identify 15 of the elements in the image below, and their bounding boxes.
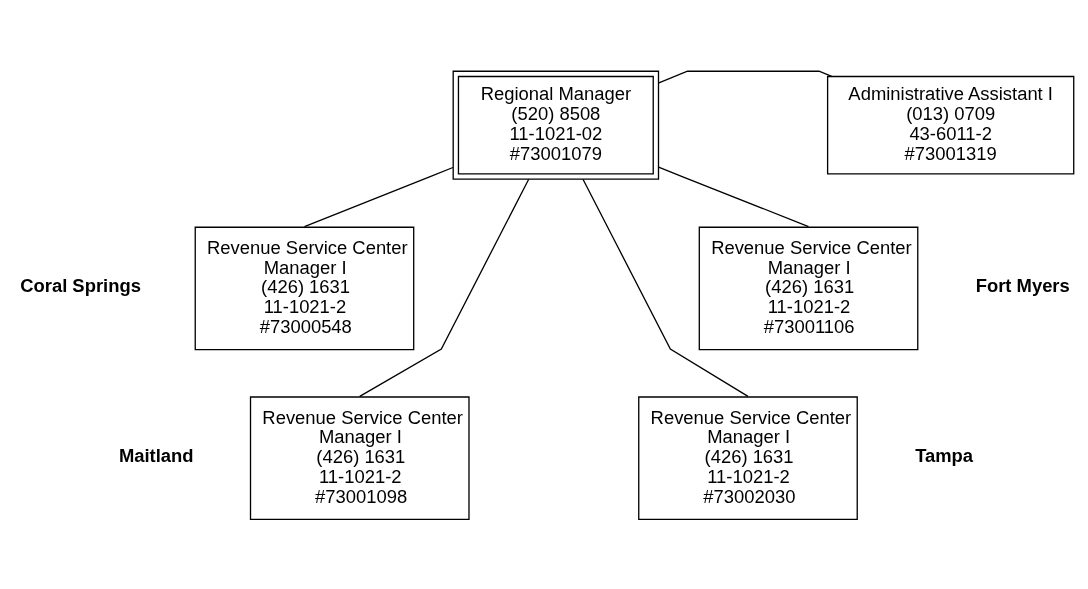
- node-box: Revenue Service Center Manager I (426) 1631 11-1021-2 #73001098: [249, 395, 470, 520]
- node-label: Maitland: [118, 444, 194, 466]
- node-box: Administrative Assistant I (013) 0709 43-6011-2 #73001319: [826, 75, 1075, 175]
- connector: [303, 166, 454, 227]
- node-label: Tampa: [915, 444, 974, 466]
- node-box: Revenue Service Center Manager I (426) 1631 11-1021-2 #73002030: [638, 395, 858, 520]
- node-label: Coral Springs: [20, 274, 141, 296]
- node-label: Fort Myers: [975, 274, 1070, 296]
- connector: [582, 178, 749, 397]
- connector: [658, 70, 833, 84]
- node-box: Revenue Service Center Manager I (426) 1631 11-1021-2 #73000548: [194, 226, 415, 350]
- connector: [359, 178, 530, 397]
- node-box: Revenue Service Center Manager I (426) 1631 11-1021-2 #73001106: [698, 226, 919, 350]
- connector: [657, 166, 810, 227]
- node-box: Regional Manager (520) 8508 11-1021-02 #73001079: [452, 70, 660, 180]
